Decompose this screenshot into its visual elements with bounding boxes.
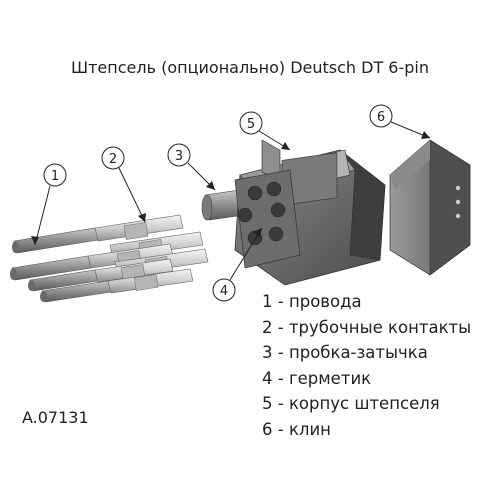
callout-4: 4 — [212, 227, 263, 302]
legend-item-wires: 1 - провода — [262, 292, 362, 311]
contact — [94, 214, 184, 242]
callout-1: 1 — [31, 163, 67, 246]
callout-3: 3 — [167, 143, 216, 191]
legend-item-contacts: 2 - трубочные контакты — [262, 317, 472, 337]
wires-group — [10, 227, 112, 303]
svg-text:6: 6 — [377, 110, 385, 125]
wire — [28, 269, 99, 292]
cavity-seal — [237, 181, 286, 246]
callout-2: 2 — [101, 146, 146, 223]
svg-text:4: 4 — [220, 284, 228, 299]
legend-item-seal: 4 - герметик — [262, 368, 372, 388]
svg-text:5: 5 — [247, 117, 255, 132]
legend-item-wedge: 6 - клин — [262, 419, 331, 439]
legend-item-plug: 3 - пробка-затычка — [262, 343, 428, 363]
callout-6: 6 — [369, 104, 431, 139]
callout-5: 5 — [239, 111, 291, 151]
svg-text:1: 1 — [51, 169, 59, 184]
svg-text:3: 3 — [175, 149, 183, 164]
figure-code: A.07131 — [22, 408, 89, 427]
diagram-title: Штепсель (опционально) Deutsch DT 6-pin — [71, 58, 429, 77]
legend-item-housing: 5 - корпус штепселя — [262, 394, 440, 414]
legend-list: 1 - провода 2 - трубочные контакты 3 - п… — [262, 289, 471, 443]
wire — [12, 227, 99, 254]
contacts-group — [87, 214, 209, 294]
connector-housing — [234, 139, 386, 286]
wedge-lock — [389, 139, 471, 276]
housing-face — [234, 169, 301, 269]
contact — [107, 268, 194, 294]
sealing-plug — [201, 189, 245, 221]
svg-text:2: 2 — [109, 152, 117, 167]
